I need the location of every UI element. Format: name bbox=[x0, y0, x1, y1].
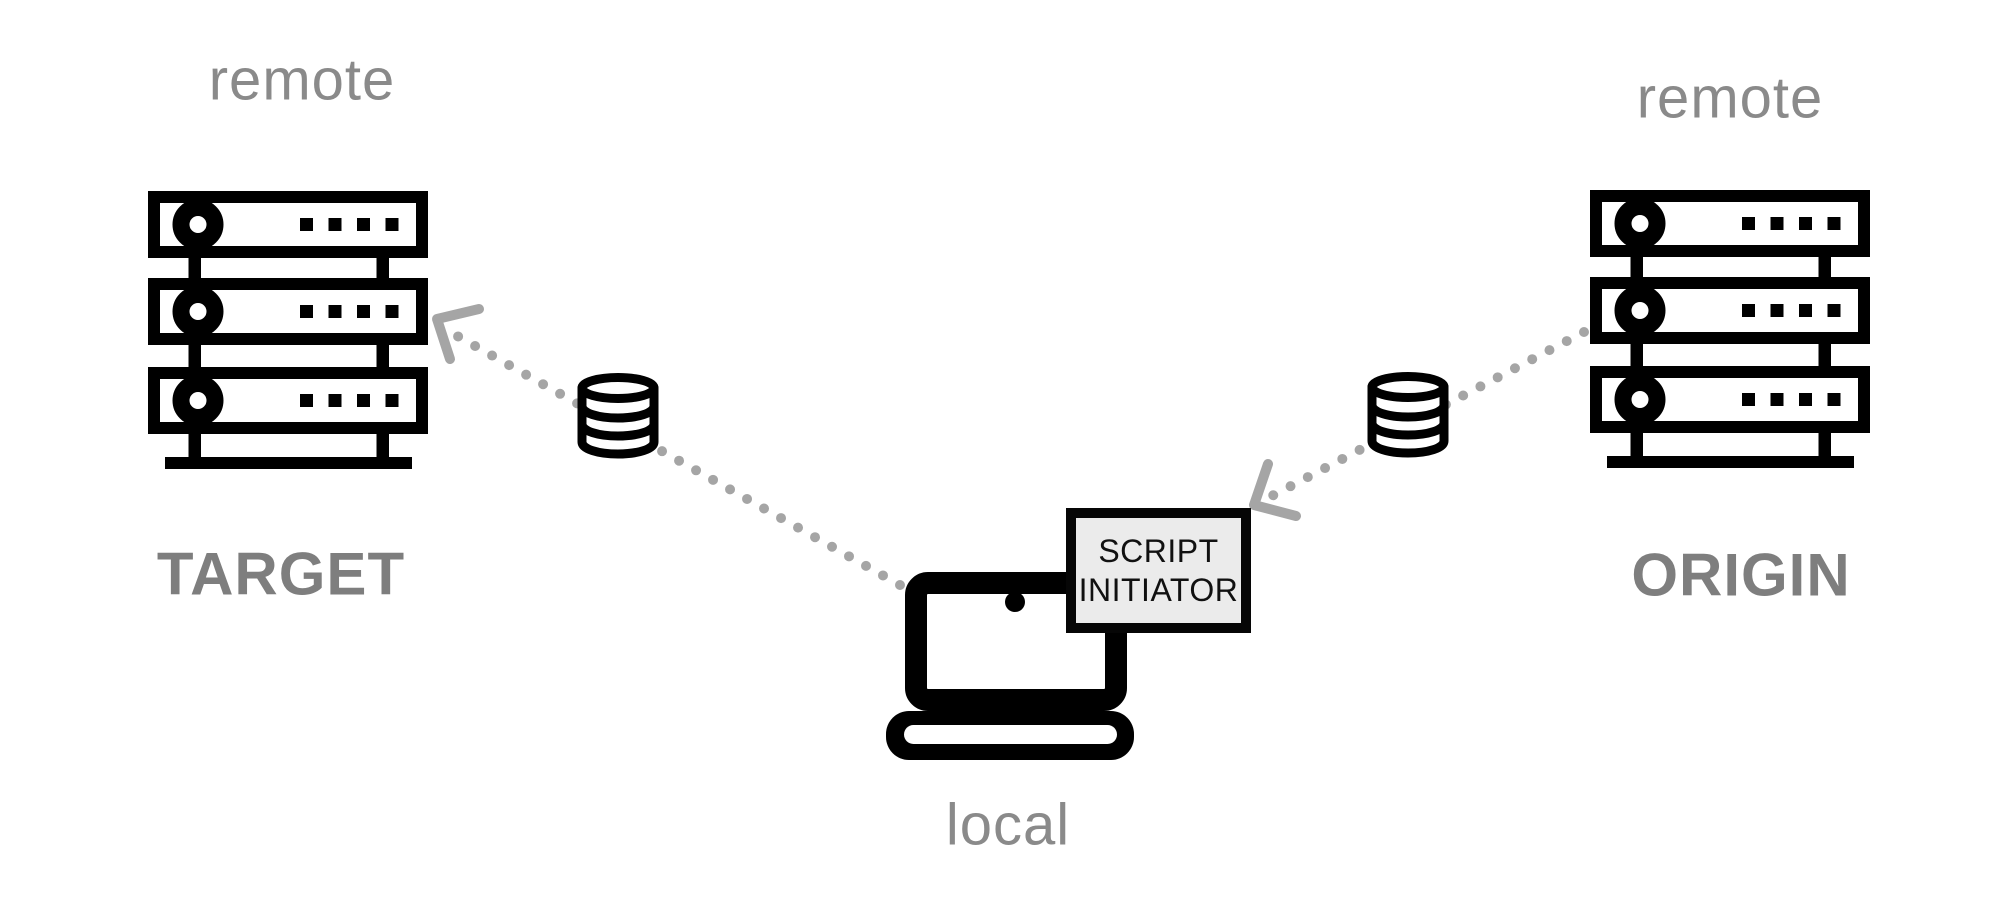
arrowhead-to-target bbox=[432, 304, 484, 364]
origin-zone-label: remote bbox=[1636, 65, 1824, 131]
origin-name-label: ORIGIN bbox=[1631, 541, 1851, 609]
script-initiator-badge: SCRIPT INITIATOR bbox=[1066, 508, 1251, 633]
database-icon-right bbox=[1372, 377, 1444, 454]
target-server-rack-icon bbox=[154, 197, 422, 469]
target-name-label: TARGET bbox=[156, 540, 406, 608]
script-initiator-line2: INITIATOR bbox=[1078, 571, 1239, 608]
arrowhead-to-local bbox=[1249, 459, 1301, 521]
local-name-label: local bbox=[945, 792, 1071, 858]
laptop-camera-dot bbox=[1005, 592, 1025, 612]
database-icon-left bbox=[582, 378, 654, 455]
target-zone-label: remote bbox=[208, 47, 396, 113]
origin-server-rack-icon bbox=[1596, 196, 1864, 468]
connection-local-to-target bbox=[432, 304, 905, 590]
script-initiator-line1: SCRIPT bbox=[1098, 532, 1219, 569]
